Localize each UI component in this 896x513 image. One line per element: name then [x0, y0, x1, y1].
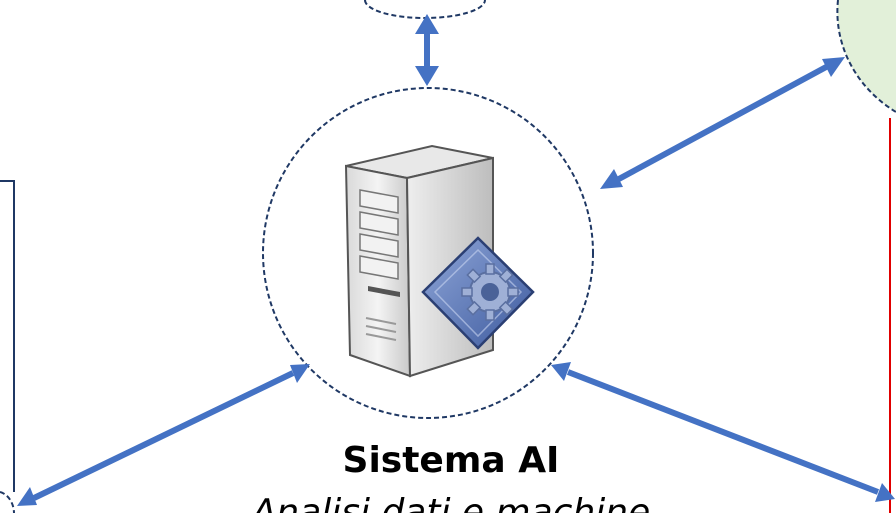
arrow-top — [415, 14, 439, 86]
server-with-gear-icon — [344, 144, 535, 378]
right-node-border — [836, 0, 896, 113]
gear-icon — [461, 263, 519, 321]
right-node-outline — [837, 0, 896, 112]
center-node-title: Sistema AI — [342, 440, 560, 481]
arrow-upper-right — [600, 57, 845, 189]
left-panel-border — [0, 180, 15, 492]
center-node-subtitle: Analisi dati e machine — [251, 492, 651, 513]
arrows — [17, 14, 895, 506]
arrow-lower-left — [17, 364, 310, 506]
arrow-lower-right — [551, 362, 895, 502]
left-node-outline — [0, 491, 15, 513]
top-node-outline — [364, 0, 486, 19]
